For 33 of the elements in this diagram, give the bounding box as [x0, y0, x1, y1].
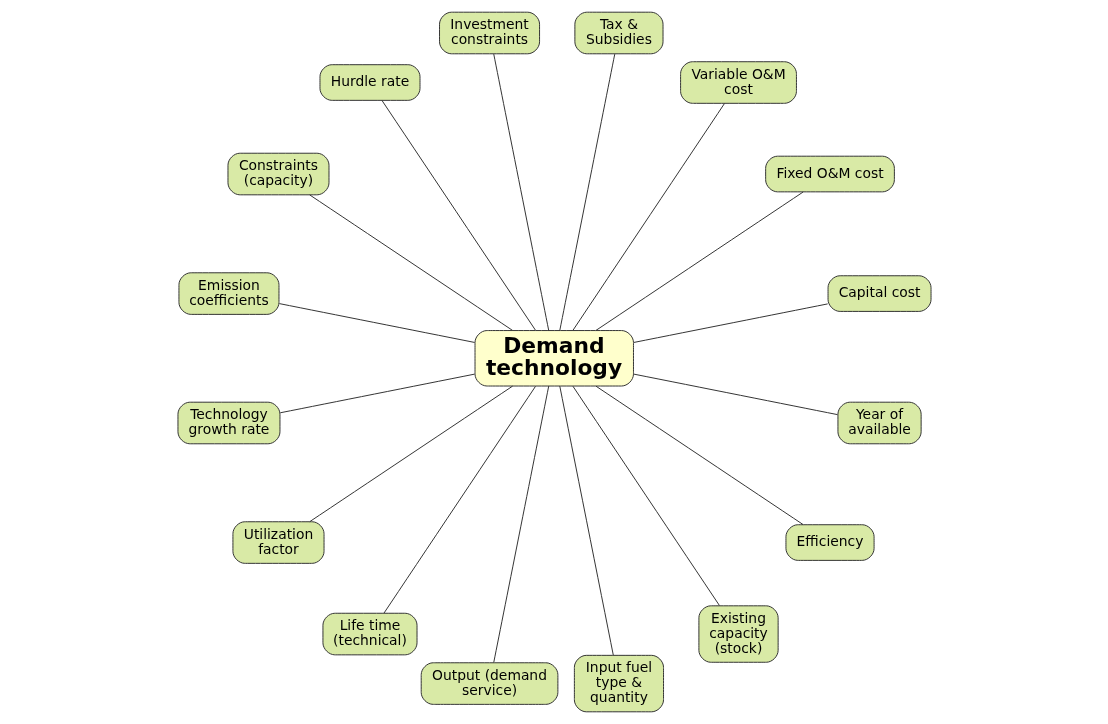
connector [632, 303, 828, 343]
node-box: Year of available [836, 401, 922, 445]
connector [558, 385, 614, 656]
node-box: Emission coefficients [177, 272, 279, 315]
connector [492, 385, 549, 663]
node-box: Life time (technical) [321, 612, 418, 656]
connector [308, 194, 513, 331]
connector [632, 373, 838, 416]
node-box: Hurdle rate [319, 64, 420, 101]
connector [380, 99, 536, 331]
connector [383, 385, 536, 614]
node-box: Input fuel type & quantity [573, 654, 664, 713]
node-box: Investment constraints [438, 11, 540, 55]
connector [571, 385, 720, 607]
node-box: Efficiency [784, 524, 875, 561]
node-box: Technology growth rate [176, 401, 280, 445]
connector [558, 53, 615, 332]
connector [279, 373, 475, 414]
node-box: Existing capacity (stock) [697, 605, 779, 663]
node-box: Capital cost [827, 275, 932, 312]
connector [308, 385, 513, 523]
connector [571, 103, 725, 331]
connector [278, 303, 475, 343]
node-box: Output (demand service) [420, 662, 558, 705]
node-box: Variable O&M cost [679, 61, 797, 104]
node-box: Utilization factor [231, 521, 325, 564]
node-box: Tax & Subsidies [573, 11, 663, 55]
node-box: Demand technology [474, 330, 634, 387]
node-box: Fixed O&M cost [764, 155, 895, 193]
connector [492, 53, 549, 332]
connector [594, 385, 804, 526]
connector [594, 191, 804, 331]
node-box: Constraints (capacity) [226, 152, 329, 196]
